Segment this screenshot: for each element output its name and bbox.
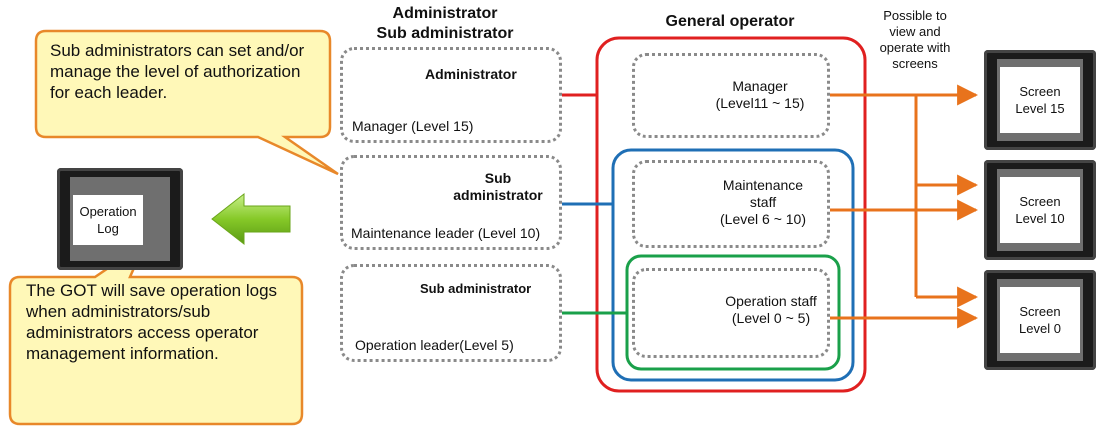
operation-log-line2: Log	[97, 221, 119, 236]
possible-note-line2: view and	[889, 24, 941, 39]
callout-bottom-shape	[8, 239, 304, 426]
screen-10-line2: Level 10	[1015, 211, 1065, 226]
screen-level-15: Screen Level 15	[984, 50, 1096, 150]
general-operator-header: General operator	[665, 13, 795, 30]
admin-role-label: Administrator	[425, 66, 517, 82]
operation-staff-line1: Operation staff	[725, 293, 817, 309]
sub-admin-role-line1: Sub	[484, 170, 512, 186]
possible-note: Possible to view and operate with screen…	[860, 8, 970, 72]
general-operator-frame	[595, 36, 867, 393]
operation-log-panel: Operation Log	[73, 195, 143, 245]
callout-top-shape	[34, 29, 339, 176]
access-arrows	[829, 84, 979, 329]
log-arrow-icon	[211, 192, 291, 246]
screen-0-line1: Screen	[1019, 304, 1061, 319]
maintenance-staff-line2: staff	[749, 194, 777, 210]
operation-leader-label: Operation leader(Level 5)	[355, 337, 514, 353]
operator-manager-line1: Manager	[732, 78, 788, 94]
operator-manager-label: Manager (Level11 ~ 15)	[695, 78, 825, 112]
maintenance-leader-label: Maintenance leader (Level 10)	[351, 225, 541, 241]
possible-note-line1: Possible to	[883, 8, 947, 23]
maintenance-staff-line3: (Level 6 ~ 10)	[720, 211, 806, 227]
operator-box-operation: Operation staff (Level 0 ~ 5)	[632, 268, 830, 358]
admin-box-operation-leader: Sub administrator Operation leader(Level…	[340, 264, 562, 362]
maintenance-staff-line1: Maintenance	[722, 177, 804, 193]
admin-header-line1: Administrator	[392, 5, 498, 22]
screen-level-15-panel: Screen Level 15	[1000, 67, 1080, 133]
sub-admin-role-line2: administrator	[453, 187, 543, 203]
operator-box-maintenance: Maintenance staff (Level 6 ~ 10)	[632, 160, 830, 248]
possible-note-line4: screens	[892, 56, 938, 71]
admin-header: Administrator Sub administrator	[355, 4, 535, 44]
operator-box-manager: Manager (Level11 ~ 15)	[632, 53, 830, 138]
screen-level-10-panel: Screen Level 10	[1000, 177, 1080, 243]
operator-manager-line2: (Level11 ~ 15)	[715, 95, 805, 111]
callout-top-text: Sub administrators can set and/or manage…	[50, 41, 305, 102]
screen-10-line1: Screen	[1019, 194, 1061, 209]
sub-admin-role-label: Sub administrator	[443, 170, 553, 204]
admin-person-label: Manager (Level 15)	[352, 118, 474, 134]
admin-box-manager: Administrator Manager (Level 15)	[340, 47, 562, 143]
screen-level-0-panel: Screen Level 0	[1000, 287, 1080, 353]
operation-log-screen: Operation Log	[57, 168, 183, 270]
operation-staff-label: Operation staff (Level 0 ~ 5)	[715, 293, 827, 327]
operation-staff-line2: (Level 0 ~ 5)	[731, 310, 811, 326]
maintenance-staff-label: Maintenance staff (Level 6 ~ 10)	[703, 177, 823, 228]
maintenance-group-frame	[611, 148, 855, 382]
operation-log-line1: Operation	[79, 204, 137, 219]
callout-bottom-text: The GOT will save operation logs when ad…	[26, 281, 278, 363]
admin-box-maintenance-leader: Sub administrator Maintenance leader (Le…	[340, 155, 562, 250]
admin-header-line2: Sub administrator	[376, 25, 514, 42]
screen-0-line2: Level 0	[1019, 321, 1061, 336]
op-leader-role-label: Sub administrator	[420, 281, 532, 296]
possible-note-line3: operate with	[879, 40, 951, 55]
screen-level-0: Screen Level 0	[984, 270, 1096, 370]
screen-15-line1: Screen	[1019, 84, 1061, 99]
screen-15-line2: Level 15	[1015, 101, 1065, 116]
screen-level-10: Screen Level 10	[984, 160, 1096, 260]
